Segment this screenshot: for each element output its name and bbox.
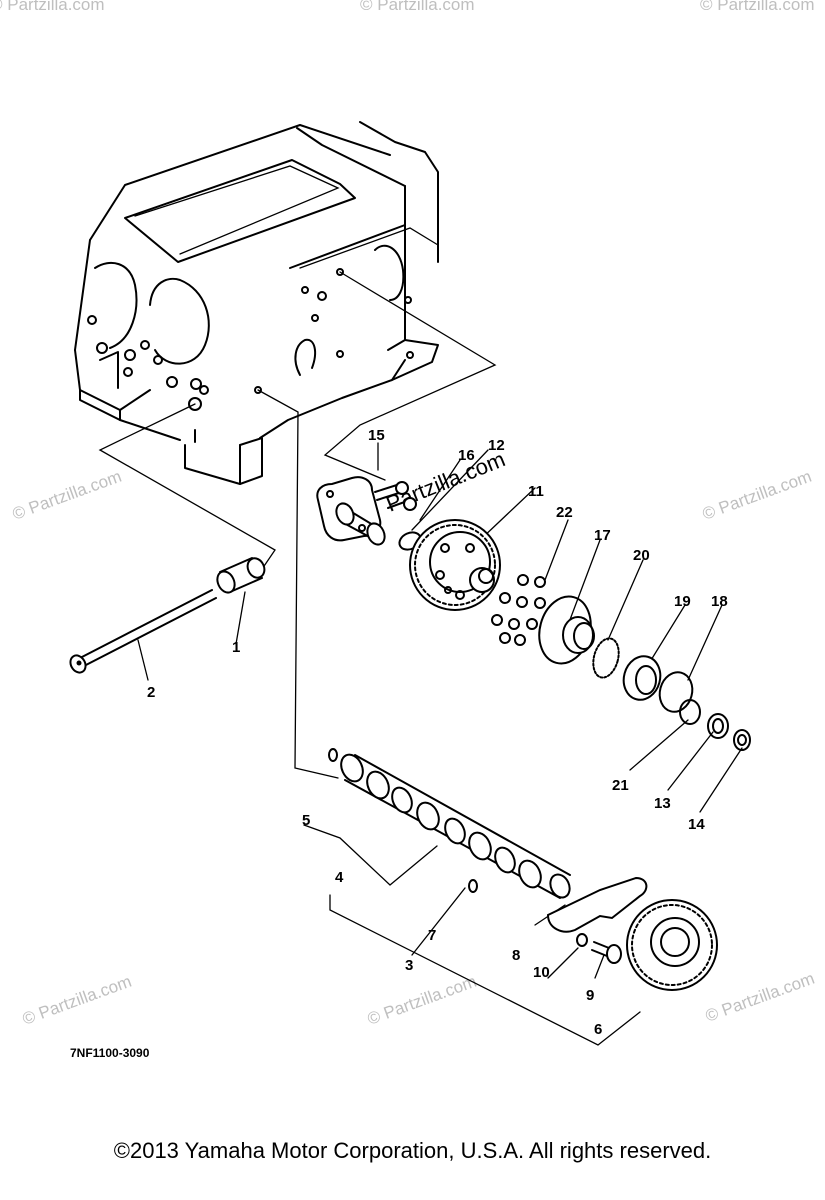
callout-3: 3 (405, 957, 413, 974)
shim (679, 699, 701, 725)
leader-lines (98, 271, 743, 1046)
ball-set (491, 574, 546, 646)
callout-16: 16 (458, 447, 475, 464)
callout-1: 1 (232, 639, 240, 656)
callout-21: 21 (612, 777, 629, 794)
callout-17: 17 (594, 527, 611, 544)
engine-block (74, 121, 439, 485)
watermark: © Partzilla.com (700, 467, 814, 524)
watermark-layer: © Partzilla.com © Partzilla.com © Partzi… (0, 0, 817, 1029)
callout-5: 5 (302, 812, 310, 829)
watermark: © Partzilla.com (365, 972, 479, 1029)
washer (707, 713, 729, 739)
bearing-housing (316, 476, 386, 546)
watermark: © Partzilla.com (10, 467, 124, 524)
callout-10: 10 (533, 964, 550, 981)
callout-9: 9 (586, 987, 594, 1004)
callout-12: 12 (488, 437, 505, 454)
callout-4: 4 (335, 869, 344, 886)
collar (622, 655, 662, 701)
figure-code: 7NF1100-3090 (70, 1046, 150, 1060)
callout-14: 14 (688, 816, 705, 833)
callout-6: 6 (594, 1021, 602, 1038)
sleeve-plate (538, 595, 595, 665)
callout-20: 20 (633, 547, 650, 564)
callout-15: 15 (368, 427, 385, 444)
callout-2: 2 (147, 684, 155, 701)
dowel-pin (468, 879, 478, 893)
callout-19: 19 (674, 593, 691, 610)
callout-11: 11 (528, 483, 544, 500)
thrust-plate (546, 876, 648, 933)
watermark: © Partzilla.com (360, 0, 475, 14)
watermark: © Partzilla.com (703, 969, 817, 1026)
lock-washer (576, 933, 588, 947)
copyright-notice: ©2013 Yamaha Motor Corporation, U.S.A. A… (113, 1138, 712, 1163)
push-rod (69, 589, 217, 674)
cam-gear (626, 899, 718, 991)
callout-8: 8 (512, 947, 520, 964)
camshaft (340, 753, 571, 899)
nut (733, 729, 751, 751)
callout-7: 7 (428, 927, 436, 944)
pin (328, 748, 338, 762)
callout-22: 22 (556, 504, 573, 521)
spring-ring (592, 637, 620, 679)
gear-bearing (409, 519, 501, 611)
plate-bolt (591, 941, 622, 964)
callout-18: 18 (711, 593, 728, 610)
watermark: © Partzilla.com (20, 972, 134, 1029)
watermark: © Partzilla.com (700, 0, 815, 14)
callout-labels: 1 2 3 4 5 6 7 8 9 10 11 12 13 14 15 16 1… (70, 427, 728, 1060)
tappet (216, 557, 266, 594)
watermark: © Partzilla.com (0, 0, 105, 14)
bolts (374, 481, 417, 511)
callout-13: 13 (654, 795, 671, 812)
ring (658, 671, 694, 713)
